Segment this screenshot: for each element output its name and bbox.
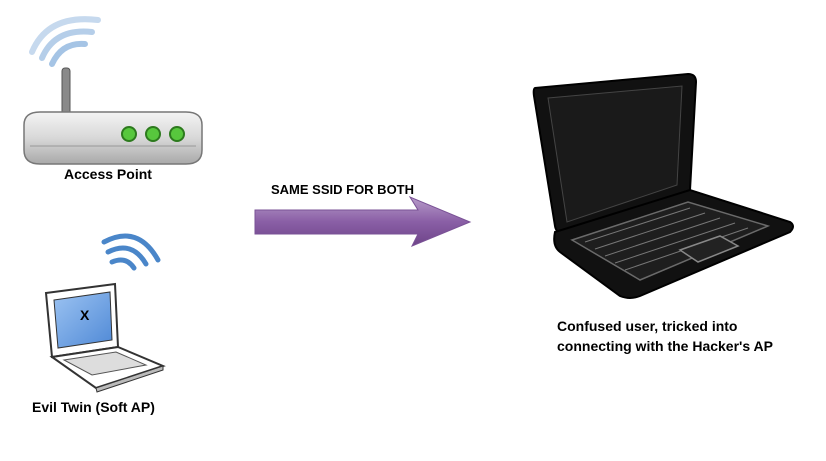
victim-label-line1: Confused user, tricked into xyxy=(557,318,738,334)
router-icon xyxy=(23,67,203,165)
arrow-label: SAME SSID FOR BOTH xyxy=(271,182,415,197)
access-point-label: Access Point xyxy=(64,166,152,182)
wifi-icon xyxy=(29,16,101,67)
led-1 xyxy=(121,126,137,142)
victim-label-line2: connecting with the Hacker's AP xyxy=(557,338,773,354)
large-laptop-icon xyxy=(532,72,794,299)
arrow-icon xyxy=(254,195,472,247)
led-2 xyxy=(145,126,161,142)
evil-twin-label: Evil Twin (Soft AP) xyxy=(32,399,155,415)
small-laptop-icon xyxy=(44,282,166,393)
evil-twin-wifi-icon xyxy=(101,233,161,271)
evil-twin-screen-mark: X xyxy=(80,307,90,323)
victim-label: Confused user, tricked into connecting w… xyxy=(557,316,773,356)
led-3 xyxy=(169,126,185,142)
